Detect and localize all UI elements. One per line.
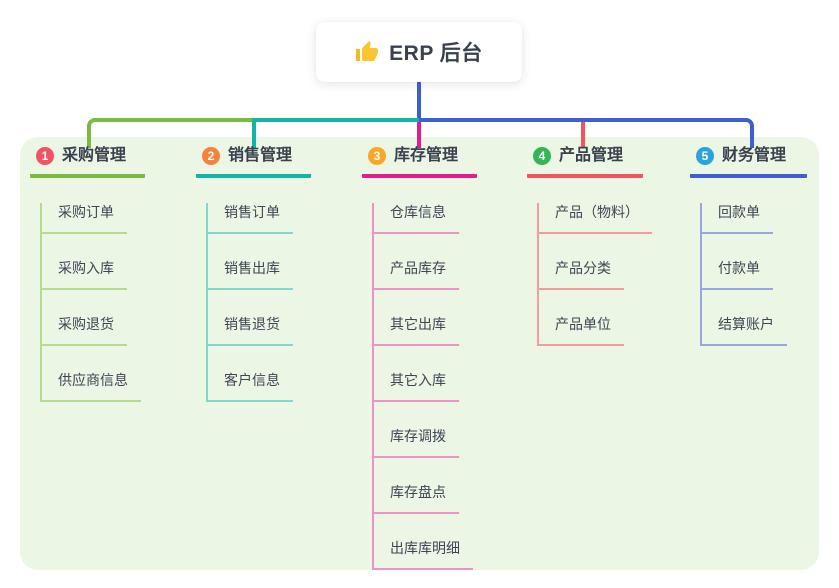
branch-item[interactable]: 销售退货 [208, 315, 293, 346]
branch5-connector-line [419, 118, 754, 148]
branch-item[interactable]: 其它入库 [374, 371, 459, 402]
branch-item-label: 库存调拨 [390, 428, 446, 444]
branch-1: 1 采购管理 采购订单采购入库采购退货供应商信息 [30, 146, 145, 402]
branch-item-label: 销售退货 [224, 316, 280, 332]
branch3-connector-line [417, 122, 421, 148]
branch1-connector-line [87, 118, 252, 148]
branch-header[interactable]: 3 库存管理 [362, 146, 477, 178]
branch-item-label: 销售订单 [224, 204, 280, 220]
branch-number-badge: 2 [202, 147, 220, 165]
root-connector-line [417, 82, 421, 118]
branch-number-badge: 3 [368, 147, 386, 165]
branch-number-badge: 5 [696, 147, 714, 165]
branch-item-label: 付款单 [718, 260, 760, 276]
branch-item[interactable]: 库存盘点 [374, 483, 459, 514]
branch-header[interactable]: 2 销售管理 [196, 146, 311, 178]
branch-item-label: 采购订单 [58, 204, 114, 220]
branch-item-label: 产品分类 [555, 260, 611, 276]
branch-item-list: 回款单付款单结算账户 [700, 203, 807, 346]
branch-item-label: 出库库明细 [390, 540, 460, 556]
branch-header[interactable]: 5 财务管理 [690, 146, 807, 178]
branch-item-list: 采购订单采购入库采购退货供应商信息 [40, 203, 145, 402]
branch-item-label: 库存盘点 [390, 484, 446, 500]
branch-label: 产品管理 [559, 147, 624, 164]
branch-item-list: 仓库信息产品库存其它出库其它入库库存调拨库存盘点出库库明细 [372, 203, 477, 570]
branch-item[interactable]: 出库库明细 [374, 539, 473, 570]
branch-header[interactable]: 1 采购管理 [30, 146, 145, 178]
branch-item[interactable]: 销售订单 [208, 203, 293, 234]
branch-label: 采购管理 [62, 147, 127, 164]
branch-number-badge: 4 [533, 147, 551, 165]
branch-item[interactable]: 仓库信息 [374, 203, 459, 234]
branch-item-label: 客户信息 [224, 372, 280, 388]
branch-item-label: 结算账户 [718, 316, 774, 332]
branch-label: 库存管理 [394, 147, 459, 164]
branch-item[interactable]: 供应商信息 [42, 371, 141, 402]
branch-label: 销售管理 [228, 147, 293, 164]
branch-item-label: 其它出库 [390, 316, 446, 332]
branch-item-label: 采购入库 [58, 260, 114, 276]
branch-item[interactable]: 采购退货 [42, 315, 127, 346]
branch-item[interactable]: 销售出库 [208, 259, 293, 290]
branch-item[interactable]: 产品单位 [539, 315, 624, 346]
branches-panel [20, 137, 819, 570]
thumbs-up-icon [355, 40, 379, 64]
branch-item[interactable]: 产品（物料） [539, 203, 652, 234]
branch-item-label: 产品单位 [555, 316, 611, 332]
branch-item[interactable]: 产品分类 [539, 259, 624, 290]
branch-4: 4 产品管理 产品（物料） 产品分类产品单位 [527, 146, 652, 346]
root-node[interactable]: ERP 后台 [316, 22, 522, 82]
branch-item[interactable]: 产品库存 [374, 259, 459, 290]
branch-5: 5 财务管理 回款单付款单结算账户 [690, 146, 807, 346]
branch-item[interactable]: 采购订单 [42, 203, 127, 234]
branch-item-label: 其它入库 [390, 372, 446, 388]
branch-item-label: 仓库信息 [390, 204, 446, 220]
branch-item[interactable]: 付款单 [702, 259, 773, 290]
branch-label: 财务管理 [722, 147, 787, 164]
branch-item-label: 回款单 [718, 204, 760, 220]
branch-item[interactable]: 客户信息 [208, 371, 293, 402]
branch-item[interactable]: 结算账户 [702, 315, 787, 346]
branch2-connector-line [252, 118, 421, 148]
root-label: ERP 后台 [389, 42, 483, 65]
branch4-connector-line [581, 122, 585, 148]
branch-item[interactable]: 采购入库 [42, 259, 127, 290]
branch-item-label: 供应商信息 [58, 372, 128, 388]
branch-item[interactable]: 库存调拨 [374, 427, 459, 458]
branch-3: 3 库存管理 仓库信息产品库存其它出库其它入库库存调拨库存盘点出库库明细 [362, 146, 477, 570]
branch-item-label: 销售出库 [224, 260, 280, 276]
branch-header[interactable]: 4 产品管理 [527, 146, 643, 178]
branch-number-badge: 1 [36, 147, 54, 165]
branch-2: 2 销售管理 销售订单销售出库销售退货客户信息 [196, 146, 311, 402]
branch-item[interactable]: 回款单 [702, 203, 773, 234]
branch-item-list: 产品（物料） 产品分类产品单位 [537, 203, 652, 346]
branch-item-label: 产品库存 [390, 260, 446, 276]
branch-item[interactable]: 其它出库 [374, 315, 459, 346]
branch-item-label: 产品（物料） [555, 204, 639, 220]
branch-item-label: 采购退货 [58, 316, 114, 332]
branch-item-list: 销售订单销售出库销售退货客户信息 [206, 203, 311, 402]
